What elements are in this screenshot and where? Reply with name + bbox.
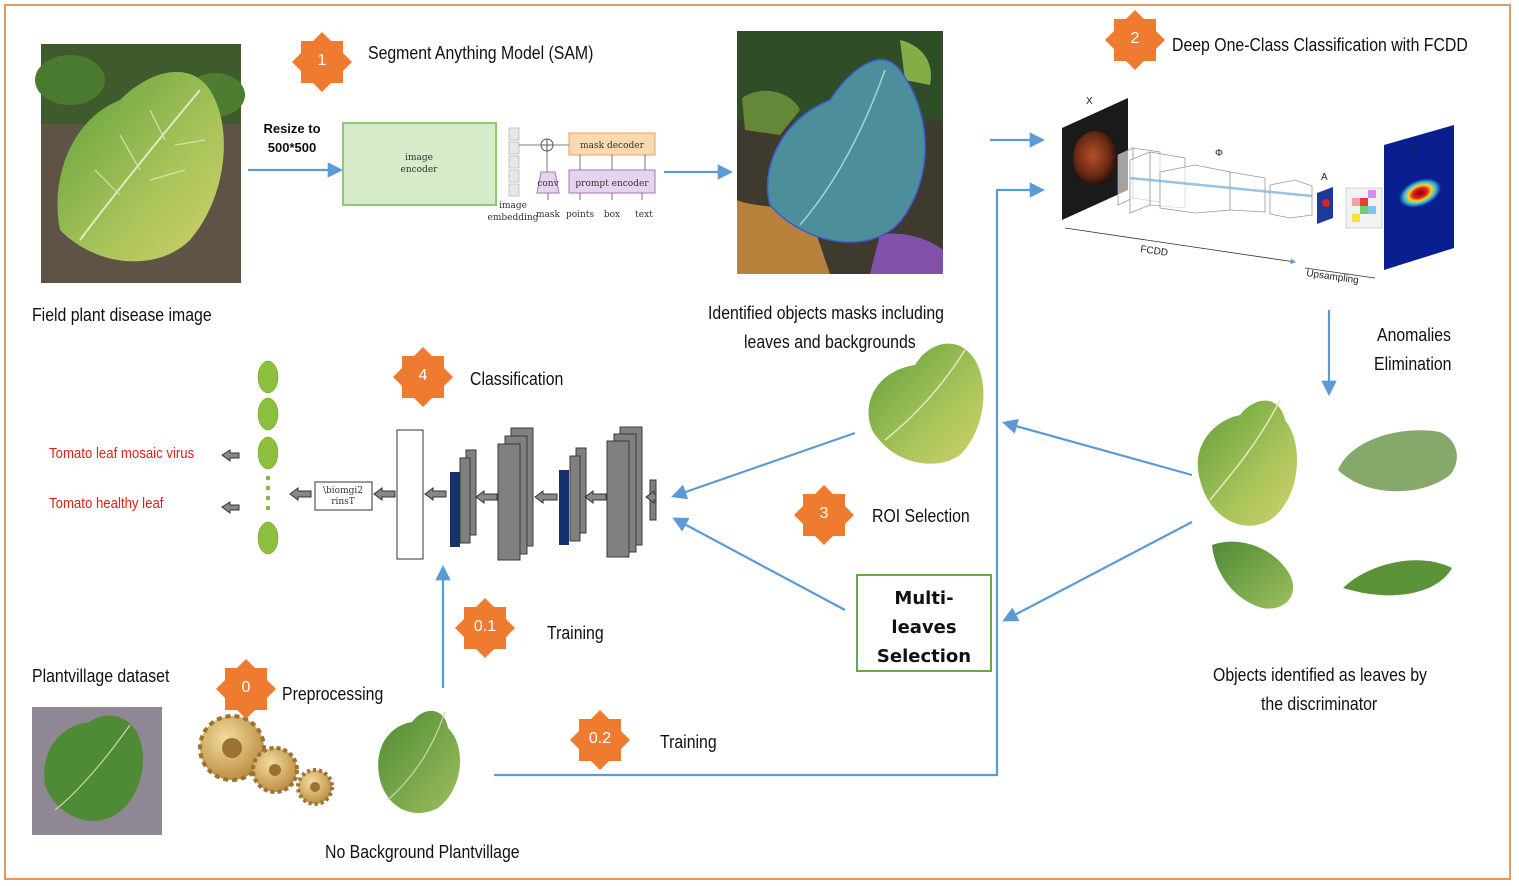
- sam-prompt-encoder-label: prompt encoder: [575, 179, 649, 189]
- fcdd-upsampling-label: Upsampling: [1306, 268, 1360, 286]
- sam-mask-label: mask: [536, 210, 561, 220]
- badge-2-icon: [1105, 10, 1165, 70]
- frame-border: [4, 4, 1511, 880]
- badge-3-icon: [794, 485, 854, 545]
- sam-box-label: box: [604, 210, 620, 220]
- resize-label-line-1: Resize to: [263, 121, 321, 136]
- output-class-healthy: Tomato healthy leaf: [49, 495, 164, 512]
- plantvillage-caption: Plantvillage dataset: [32, 666, 170, 686]
- field-image-caption: Field plant disease image: [32, 305, 212, 325]
- fcdd-bottom-label: FCDD: [1140, 244, 1169, 259]
- sam-title: Segment Anything Model (SAM): [368, 43, 594, 63]
- upsampling-grid: [1345, 187, 1383, 229]
- arrow-roi-to-cnn: [671, 431, 856, 500]
- anomalies-line-2: Elimination: [1374, 354, 1452, 374]
- masks-caption-line-1: Identified objects masks including: [708, 303, 944, 323]
- sam-mask-image: [737, 31, 943, 274]
- fcdd-title: Deep One-Class Classification with FCDD: [1172, 35, 1468, 55]
- sam-mask-decoder-label: mask decoder: [580, 141, 644, 151]
- sam-embedding-label-1: image: [499, 201, 527, 211]
- roi-leaf-image: [868, 343, 984, 464]
- sam-architecture: image encoder image embedding conv mask …: [342, 122, 656, 223]
- field-plant-image: [35, 44, 245, 283]
- step-badges: [216, 10, 1165, 770]
- sam-embedding-label-2: embedding: [488, 213, 539, 223]
- preprocessing-title: Preprocessing: [282, 684, 384, 704]
- sam-image-encoder-label-2: encoder: [401, 165, 439, 175]
- multi-leaves-line-3: Selection: [876, 646, 972, 667]
- activation-label-2: rinsT: [331, 497, 355, 507]
- badge-4-icon: [393, 347, 453, 407]
- badge-0-icon: [216, 659, 276, 719]
- sam-conv-label: conv: [537, 179, 559, 189]
- resize-label-line-2: 500*500: [267, 140, 317, 155]
- badge-3-number: 3: [819, 505, 829, 522]
- multi-leaves-line-2: leaves: [891, 617, 957, 638]
- fcdd-a-label: A: [1321, 172, 1328, 183]
- leaves-caption-line-2: the discriminator: [1261, 694, 1378, 714]
- fcdd-phi-label: Φ: [1215, 148, 1223, 159]
- sam-text-label: text: [635, 210, 653, 220]
- arrow-to-roi: [1002, 418, 1193, 477]
- leaves-caption-line-1: Objects identified as leaves by: [1213, 665, 1427, 685]
- anomalies-line-1: Anomalies: [1377, 325, 1451, 345]
- roi-selection-title: ROI Selection: [872, 506, 970, 526]
- sam-image-encoder-label-1: image: [405, 153, 433, 163]
- no-background-caption: No Background Plantvillage: [325, 842, 520, 862]
- flow-arrows: [248, 132, 1337, 777]
- training-1-title: Training: [547, 623, 604, 643]
- badge-1-icon: [292, 32, 352, 92]
- badge-0-2-icon: [570, 710, 630, 770]
- fcdd-architecture: X Φ A A' FCDD Upsampling: [1062, 96, 1454, 286]
- classification-title: Classification: [470, 369, 564, 389]
- arrow-to-multi: [1002, 521, 1193, 622]
- masks-caption-line-2: leaves and backgrounds: [744, 332, 916, 352]
- fcdd-a-prime-label: A': [1410, 144, 1419, 155]
- output-class-mosaic-virus: Tomato leaf mosaic virus: [49, 445, 195, 462]
- arrow-training-2: [494, 182, 1046, 777]
- badge-1-number: 1: [317, 52, 327, 69]
- identified-leaves-images: [1197, 399, 1457, 609]
- badge-0-number: 0: [241, 679, 251, 696]
- preprocessing-gears-icon: [198, 714, 334, 806]
- training-2-title: Training: [660, 732, 717, 752]
- activation-label-1: \biomgi2: [323, 486, 363, 496]
- badge-4-number: 4: [418, 367, 428, 384]
- multi-leaves-selection-box: Multi- leaves Selection: [856, 574, 992, 672]
- arrow-multi-to-cnn: [672, 517, 846, 611]
- badge-0-1-icon: [455, 598, 515, 658]
- badge-0-2-number: 0.2: [588, 730, 612, 747]
- sam-points-label: points: [566, 210, 594, 220]
- badge-0-1-number: 0.1: [473, 618, 497, 635]
- cnn-classifier: \biomgi2 rinsT: [221, 360, 657, 561]
- fcdd-x-label: X: [1086, 96, 1093, 107]
- badge-2-number: 2: [1130, 30, 1140, 47]
- no-background-leaf-image: [378, 710, 461, 813]
- multi-leaves-line-1: Multi-: [894, 588, 954, 609]
- plantvillage-image: [32, 707, 162, 835]
